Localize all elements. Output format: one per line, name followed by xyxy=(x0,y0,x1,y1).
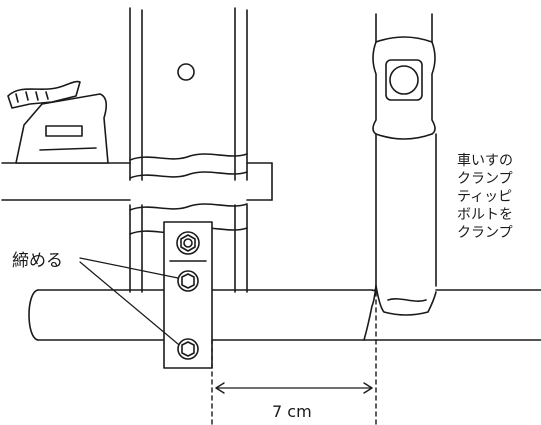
note-line: クランプ xyxy=(457,171,513,187)
tipping-tube xyxy=(28,285,541,341)
note-line: ボルトを xyxy=(457,207,513,223)
horizontal-frame xyxy=(1,162,273,201)
brake-lever xyxy=(7,80,109,164)
tighten-leader-lines xyxy=(79,257,179,345)
note-text: 車いすの クランプ ティッピ ボルトを クランプ xyxy=(457,152,541,242)
frame-hole xyxy=(177,63,195,81)
tighten-label: 締める xyxy=(12,251,63,271)
left-frame-tube xyxy=(129,7,248,293)
right-frame-tube xyxy=(372,13,437,316)
note-line: ティッピ xyxy=(457,189,513,205)
dimension-marker xyxy=(211,291,377,425)
note-line: クランプ xyxy=(457,225,513,241)
note-line: 車いすの xyxy=(457,153,513,169)
distance-label: 7 cm xyxy=(272,402,312,421)
clamp-plate xyxy=(163,221,213,369)
